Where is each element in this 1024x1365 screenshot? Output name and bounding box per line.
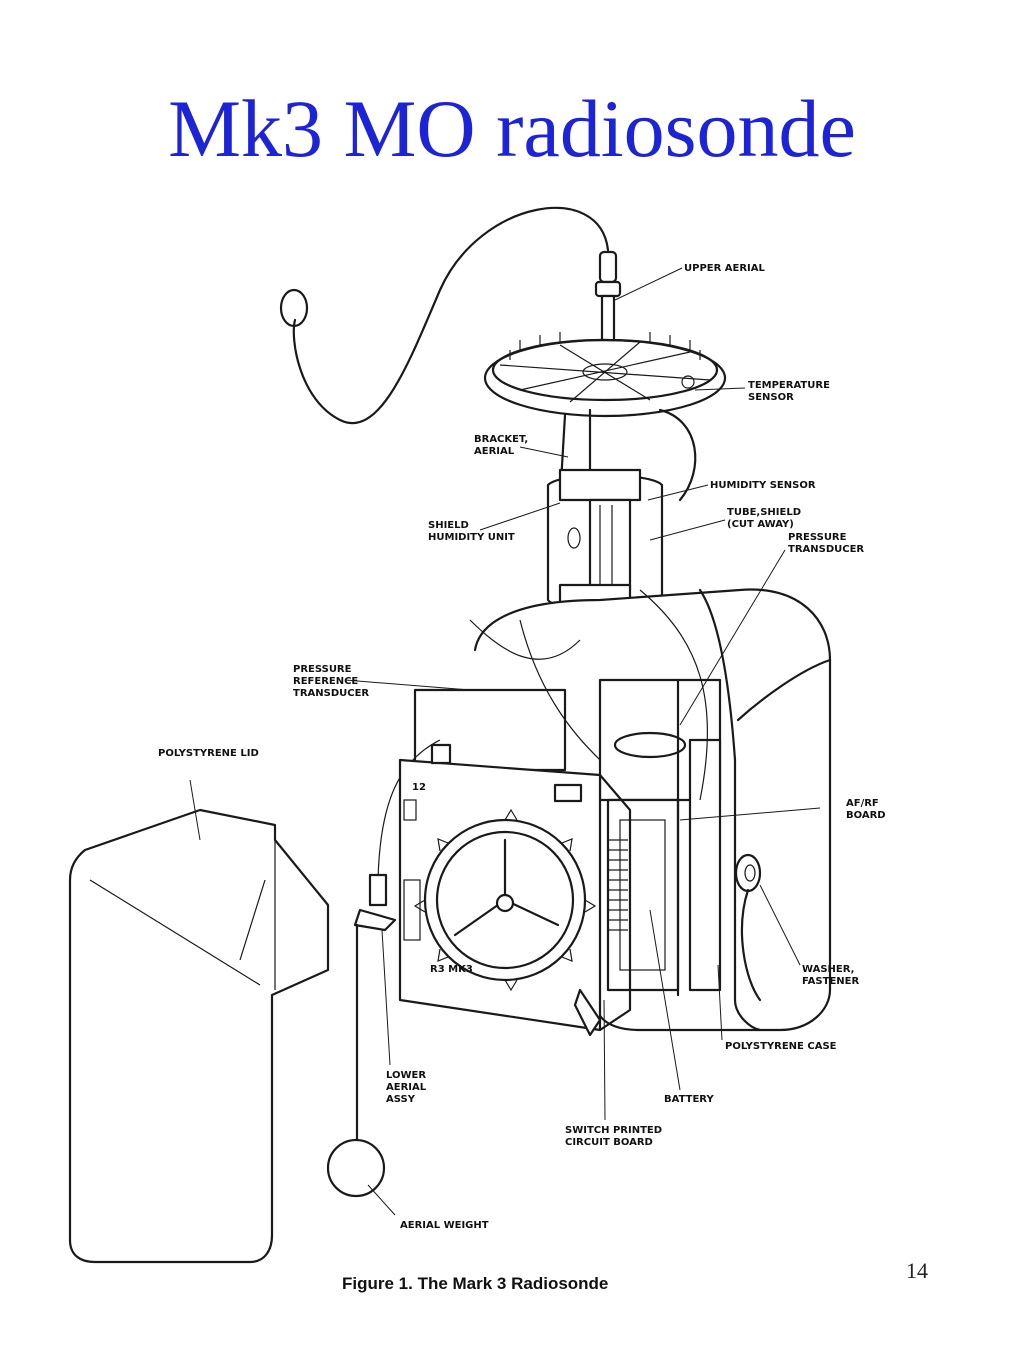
- label-tube-shield: TUBE,SHIELD: [727, 507, 801, 518]
- label-aerial-weight: AERIAL WEIGHT: [400, 1220, 489, 1231]
- radiosonde-exploded-diagram: 12 R3 MK3 UP: [55, 190, 955, 1310]
- label-washer-fastener-2: FASTENER: [802, 976, 859, 987]
- label-shield-humidity-2: HUMIDITY UNIT: [428, 532, 515, 543]
- label-bracket-aerial: BRACKET,: [474, 434, 528, 445]
- label-pressure-transducer: PRESSURE: [788, 532, 847, 543]
- label-temperature-sensor-2: SENSOR: [748, 392, 794, 403]
- switch-pcb: 12 R3 MK3: [398, 743, 632, 1037]
- label-tube-shield-2: (CUT AWAY): [727, 519, 794, 530]
- label-switch-pcb-2: CIRCUIT BOARD: [565, 1137, 653, 1148]
- label-shield-humidity: SHIELD: [428, 520, 469, 531]
- inner-compartments: [413, 678, 722, 997]
- label-upper-aerial: UPPER AERIAL: [684, 263, 766, 274]
- label-lower-aerial: LOWER: [386, 1070, 426, 1081]
- temperature-sensor-disc: [483, 332, 727, 418]
- label-af-rf-board-2: BOARD: [846, 810, 886, 821]
- label-washer-fastener: WASHER,: [802, 964, 854, 975]
- label-pressure-reference-2: REFERENCE: [293, 676, 358, 687]
- label-humidity-sensor: HUMIDITY SENSOR: [710, 480, 816, 491]
- washer-fastener: [734, 853, 762, 1002]
- label-lower-aerial-2: AERIAL: [386, 1082, 427, 1093]
- lower-aerial-assembly: [326, 873, 397, 1198]
- leader-lines: [189, 267, 821, 1216]
- label-temperature-sensor: TEMPERATURE: [748, 380, 830, 391]
- label-lower-aerial-3: ASSY: [386, 1094, 416, 1105]
- page-number: 14: [906, 1258, 928, 1283]
- polystyrene-lid: [68, 808, 330, 1264]
- label-switch-pcb: SWITCH PRINTED: [565, 1125, 662, 1136]
- label-pressure-transducer-2: TRANSDUCER: [788, 544, 864, 555]
- label-battery: BATTERY: [664, 1094, 714, 1105]
- slide-title: Mk3 MO radiosonde: [168, 83, 856, 174]
- label-polystyrene-lid: POLYSTYRENE LID: [158, 748, 259, 759]
- figure-caption: Figure 1. The Mark 3 Radiosonde: [342, 1274, 609, 1293]
- label-bracket-aerial-2: AERIAL: [474, 446, 515, 457]
- board-number: 12: [412, 782, 426, 793]
- label-pressure-reference-3: TRANSDUCER: [293, 688, 369, 699]
- upper-aerial-wire: [279, 206, 610, 425]
- af-rf-board: [377, 589, 709, 881]
- label-pressure-reference: PRESSURE: [293, 664, 352, 675]
- label-polystyrene-case: POLYSTYRENE CASE: [725, 1041, 837, 1052]
- humidity-shield-tube: [546, 468, 664, 615]
- board-marking: R3 MK3: [430, 964, 473, 975]
- label-af-rf-board: AF/RF: [846, 798, 879, 809]
